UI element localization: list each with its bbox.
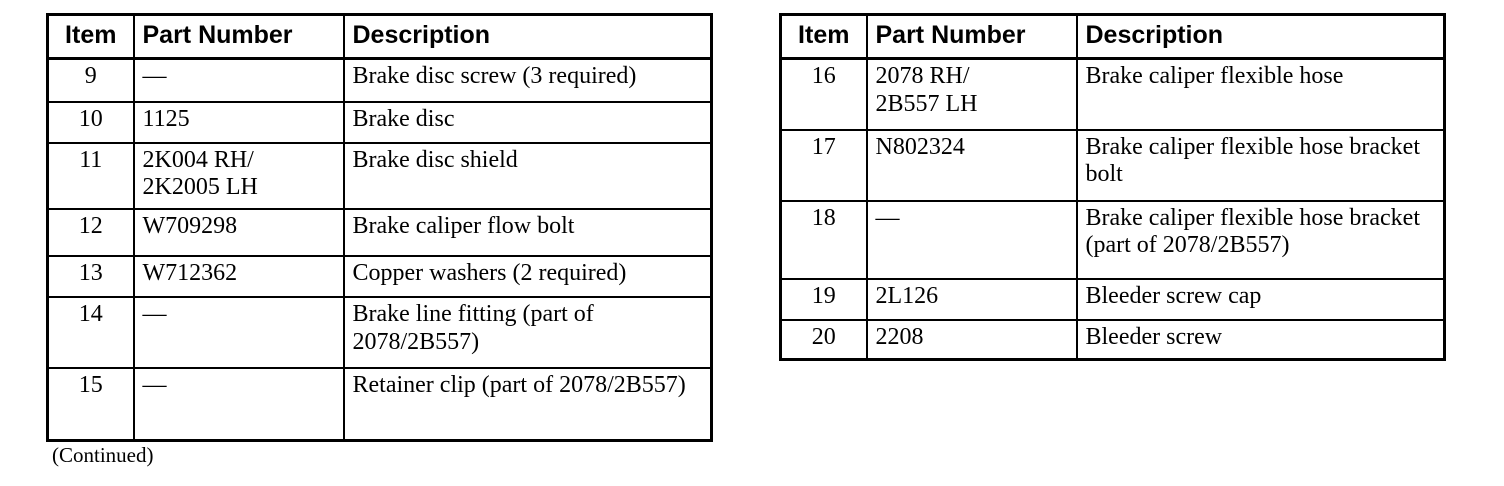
cell-part-number: — xyxy=(132,57,345,103)
cell-description: Brake caliper flexible hose bracket (par… xyxy=(1075,199,1446,280)
table-row: 15—Retainer clip (part of 2078/2B557) xyxy=(46,367,713,442)
continued-caption: (Continued) xyxy=(52,443,154,467)
column-header-part-number: Part Number xyxy=(865,13,1078,60)
cell-item: 15 xyxy=(46,367,135,442)
column-header-item: Item xyxy=(779,13,868,60)
column-header-item: Item xyxy=(46,13,135,60)
cell-description: Brake disc xyxy=(342,100,713,144)
cell-item: 17 xyxy=(779,128,868,202)
cell-description: Brake caliper flexible hose bracket bolt xyxy=(1075,128,1446,202)
table-header: Item Part Number Description xyxy=(779,13,1446,60)
cell-item: 10 xyxy=(46,100,135,144)
cell-part-number: — xyxy=(865,199,1078,280)
table-header: Item Part Number Description xyxy=(46,13,713,60)
cell-item: 14 xyxy=(46,296,135,370)
table-row: 18—Brake caliper flexible hose bracket (… xyxy=(779,199,1446,280)
cell-part-number: 2K004 RH/ 2K2005 LH xyxy=(132,141,345,211)
cell-description: Bleeder screw xyxy=(1075,318,1446,361)
cell-description: Brake disc shield xyxy=(342,141,713,211)
parts-table-left: Item Part Number Description 9—Brake dis… xyxy=(46,13,713,442)
cell-description: Brake caliper flexible hose xyxy=(1075,57,1446,131)
cell-description: Brake caliper flow bolt xyxy=(342,208,713,258)
cell-part-number: — xyxy=(132,367,345,442)
cell-item: 16 xyxy=(779,57,868,131)
column-header-description: Description xyxy=(342,13,713,60)
cell-description: Copper washers (2 required) xyxy=(342,255,713,299)
header-row: Item Part Number Description xyxy=(779,13,1446,60)
cell-item: 18 xyxy=(779,199,868,280)
cell-item: 20 xyxy=(779,318,868,361)
cell-part-number: 2078 RH/ 2B557 LH xyxy=(865,57,1078,131)
cell-part-number: — xyxy=(132,296,345,370)
cell-part-number: W709298 xyxy=(132,208,345,258)
cell-item: 13 xyxy=(46,255,135,299)
cell-item: 19 xyxy=(779,277,868,321)
column-header-part-number: Part Number xyxy=(132,13,345,60)
cell-part-number: 1125 xyxy=(132,100,345,144)
cell-description: Bleeder screw cap xyxy=(1075,277,1446,321)
cell-part-number: W712362 xyxy=(132,255,345,299)
cell-part-number: 2L126 xyxy=(865,277,1078,321)
table-row: 14—Brake line fitting (part of 2078/2B55… xyxy=(46,296,713,370)
header-row: Item Part Number Description xyxy=(46,13,713,60)
cell-description: Retainer clip (part of 2078/2B557) xyxy=(342,367,713,442)
cell-item: 12 xyxy=(46,208,135,258)
cell-description: Brake line fitting (part of 2078/2B557) xyxy=(342,296,713,370)
table-row: 9—Brake disc screw (3 required) xyxy=(46,57,713,103)
cell-item: 11 xyxy=(46,141,135,211)
cell-description: Brake disc screw (3 required) xyxy=(342,57,713,103)
cell-part-number: N802324 xyxy=(865,128,1078,202)
cell-part-number: 2208 xyxy=(865,318,1078,361)
column-header-description: Description xyxy=(1075,13,1446,60)
cell-item: 9 xyxy=(46,57,135,103)
